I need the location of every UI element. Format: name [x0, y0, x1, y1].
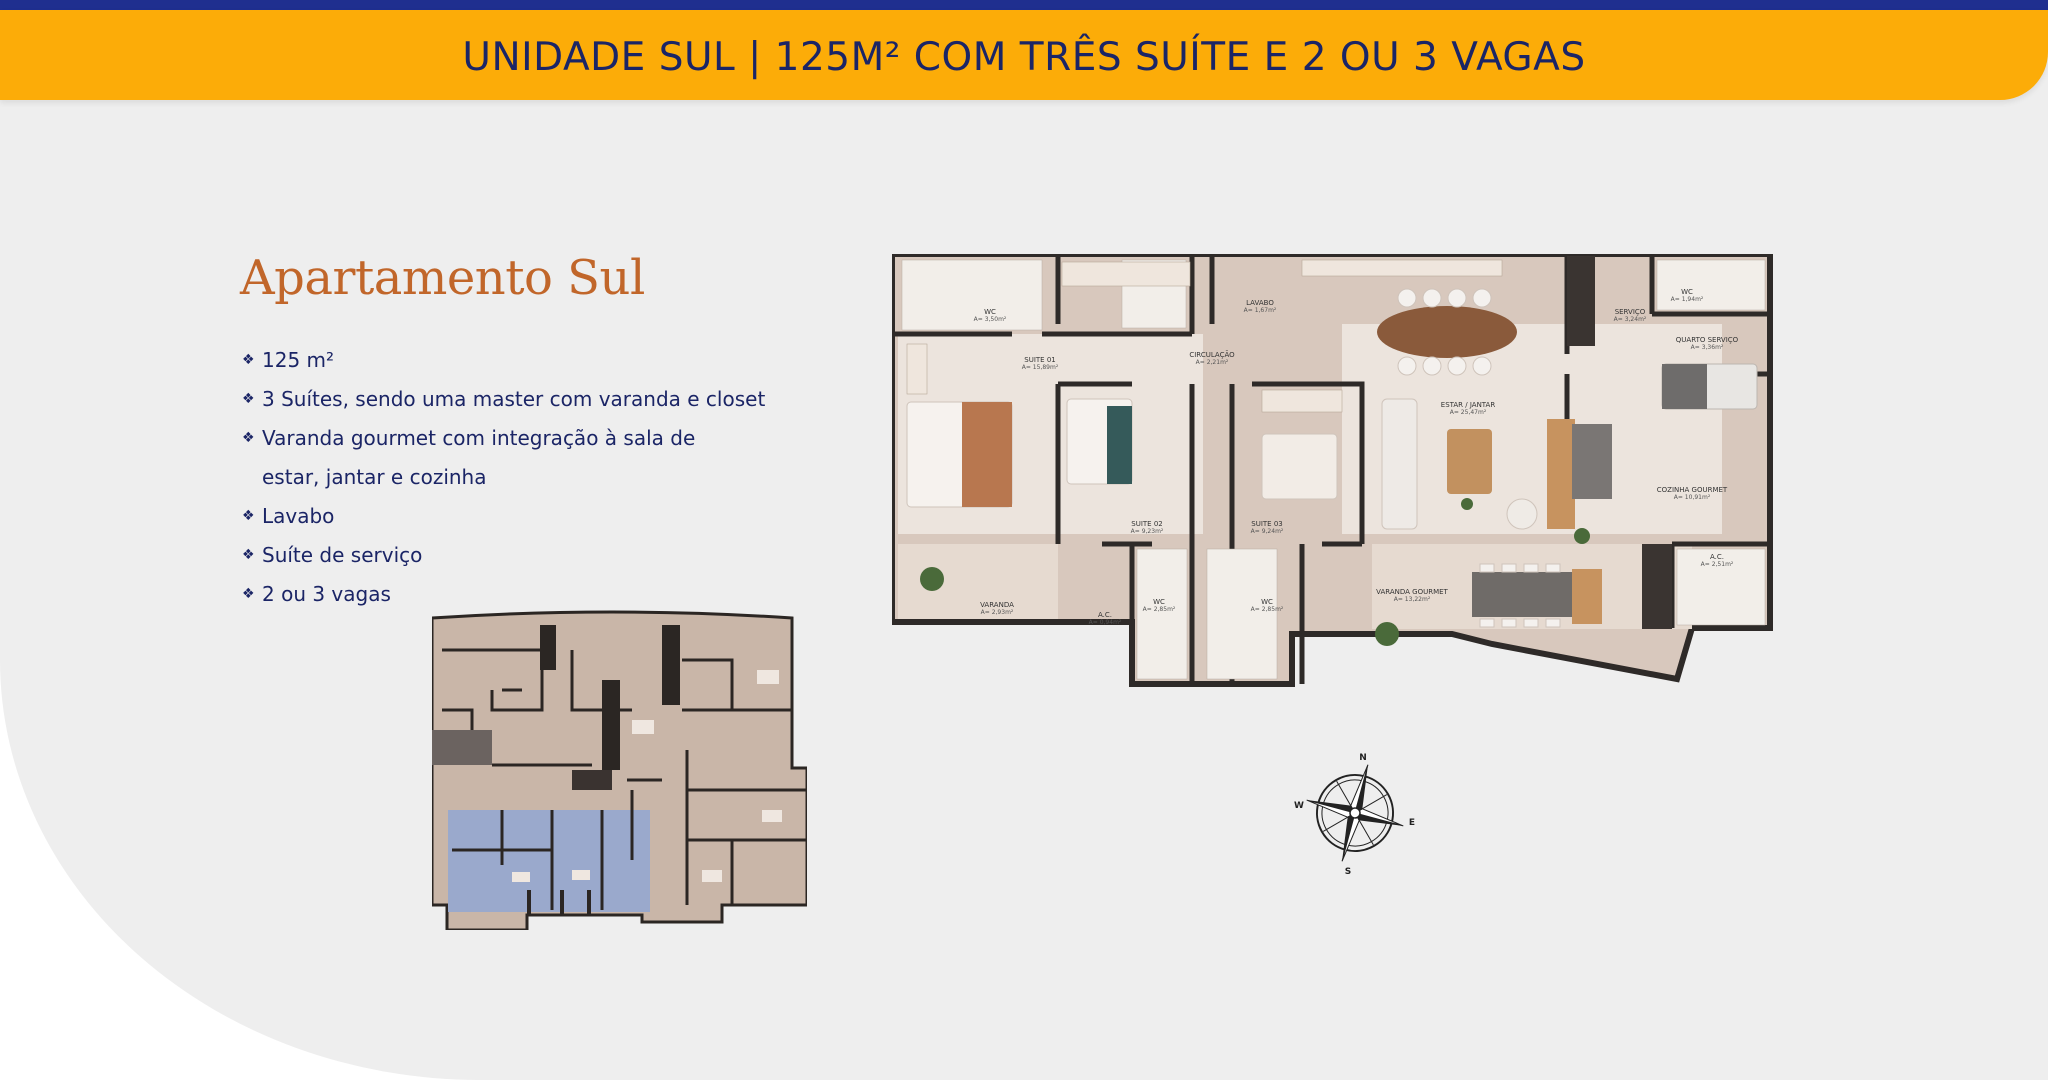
room-area-wc-2: A= 2,85m²	[1143, 606, 1176, 613]
room-label-wc-2: WC	[1153, 598, 1165, 606]
feature-item: ❖ Varanda gourmet com integração à sala d…	[242, 419, 802, 458]
room-area-wc-3: A= 2,85m²	[1251, 606, 1284, 613]
feature-item: ❖ 125 m²	[242, 341, 802, 380]
room-label-quarto-servico: QUARTO SERVIÇO	[1676, 336, 1739, 344]
diamond-bullet-icon: ❖	[242, 391, 255, 407]
diamond-bullet-icon: ❖	[242, 508, 255, 524]
feature-text: 3 Suítes, sendo uma master com varanda e…	[262, 387, 766, 411]
room-area-cozinha-gourmet: A= 10,91m²	[1674, 494, 1711, 501]
diamond-bullet-icon: ❖	[242, 547, 255, 563]
room-area-lavabo: A= 1,67m²	[1244, 307, 1277, 314]
diamond-bullet-icon: ❖	[242, 430, 255, 446]
compass-west: W	[1294, 801, 1304, 811]
room-label-cozinha-gourmet: COZINHA GOURMET	[1657, 486, 1728, 494]
room-label-lavabo: LAVABO	[1246, 299, 1274, 307]
feature-text: 125 m²	[262, 348, 335, 372]
feature-item-continuation: estar, jantar e cozinha	[242, 458, 802, 497]
diamond-bullet-icon: ❖	[242, 586, 255, 602]
highlighted-unit	[448, 810, 650, 912]
room-label-varanda: VARANDA	[980, 601, 1014, 609]
room-label-servico: SERVIÇO	[1615, 308, 1646, 316]
room-area-ac-2: A= 2,51m²	[1701, 561, 1734, 568]
diamond-bullet-icon: ❖	[242, 352, 255, 368]
room-area-suite-01: A= 15,89m²	[1022, 364, 1059, 371]
room-label-ac-1: A.C.	[1098, 611, 1112, 619]
compass-east: E	[1409, 818, 1415, 828]
room-label-ac-2: A.C.	[1710, 553, 1724, 561]
room-label-varanda-gourmet: VARANDA GOURMET	[1376, 588, 1448, 596]
room-area-wc-servico: A= 1,94m²	[1671, 296, 1704, 303]
room-area-estar-jantar: A= 25,47m²	[1450, 409, 1487, 416]
room-label-wc-servico: WC	[1681, 288, 1693, 296]
top-stripe	[0, 0, 2048, 10]
room-label-suite-01: SUITE 01	[1024, 356, 1055, 364]
room-area-suite-03: A= 9,24m²	[1251, 528, 1284, 535]
feature-text: estar, jantar e cozinha	[262, 465, 487, 489]
room-area-wc-1: A= 3,50m²	[974, 316, 1007, 323]
room-label-circulacao: CIRCULAÇÃO	[1189, 350, 1235, 359]
floor-plan-image: WC A= 3,50m² LAVABO A= 1,67m² SUITE 01 A…	[892, 254, 1773, 687]
room-label-estar-jantar: ESTAR / JANTAR	[1441, 401, 1496, 409]
room-area-varanda: A= 2,93m²	[981, 609, 1014, 616]
room-label-suite-03: SUITE 03	[1251, 520, 1282, 528]
compass-rose-icon: N S E W	[1294, 753, 1415, 877]
feature-text: Lavabo	[262, 504, 335, 528]
feature-item: ❖ 2 ou 3 vagas	[242, 575, 802, 614]
key-plan-image	[432, 610, 807, 930]
header-banner: UNIDADE SUL | 125M² COM TRÊS SUÍTE E 2 O…	[0, 10, 2048, 100]
apartment-title: Apartamento Sul	[240, 250, 645, 306]
feature-text: Suíte de serviço	[262, 543, 423, 567]
compass-north: N	[1359, 753, 1367, 763]
room-area-varanda-gourmet: A= 13,22m²	[1394, 596, 1431, 603]
room-label-wc-1: WC	[984, 308, 996, 316]
room-area-circulacao: A= 2,21m²	[1196, 359, 1229, 366]
feature-list: ❖ 125 m² ❖ 3 Suítes, sendo uma master com …	[242, 341, 802, 614]
room-label-suite-02: SUITE 02	[1131, 520, 1162, 528]
feature-item: ❖ Lavabo	[242, 497, 802, 536]
compass-south: S	[1345, 867, 1351, 877]
room-area-servico: A= 3,24m²	[1614, 316, 1647, 323]
feature-item: ❖ Suíte de serviço	[242, 536, 802, 575]
feature-item: ❖ 3 Suítes, sendo uma master com varanda …	[242, 380, 802, 419]
room-area-quarto-servico: A= 3,36m²	[1691, 344, 1724, 351]
feature-text: Varanda gourmet com integração à sala de	[262, 426, 696, 450]
room-area-suite-02: A= 9,23m²	[1131, 528, 1164, 535]
banner-title: UNIDADE SUL | 125M² COM TRÊS SUÍTE E 2 O…	[462, 34, 1586, 80]
room-label-wc-3: WC	[1261, 598, 1273, 606]
room-area-ac-1: A= 0,94m²	[1089, 619, 1122, 626]
feature-text: 2 ou 3 vagas	[262, 582, 391, 606]
